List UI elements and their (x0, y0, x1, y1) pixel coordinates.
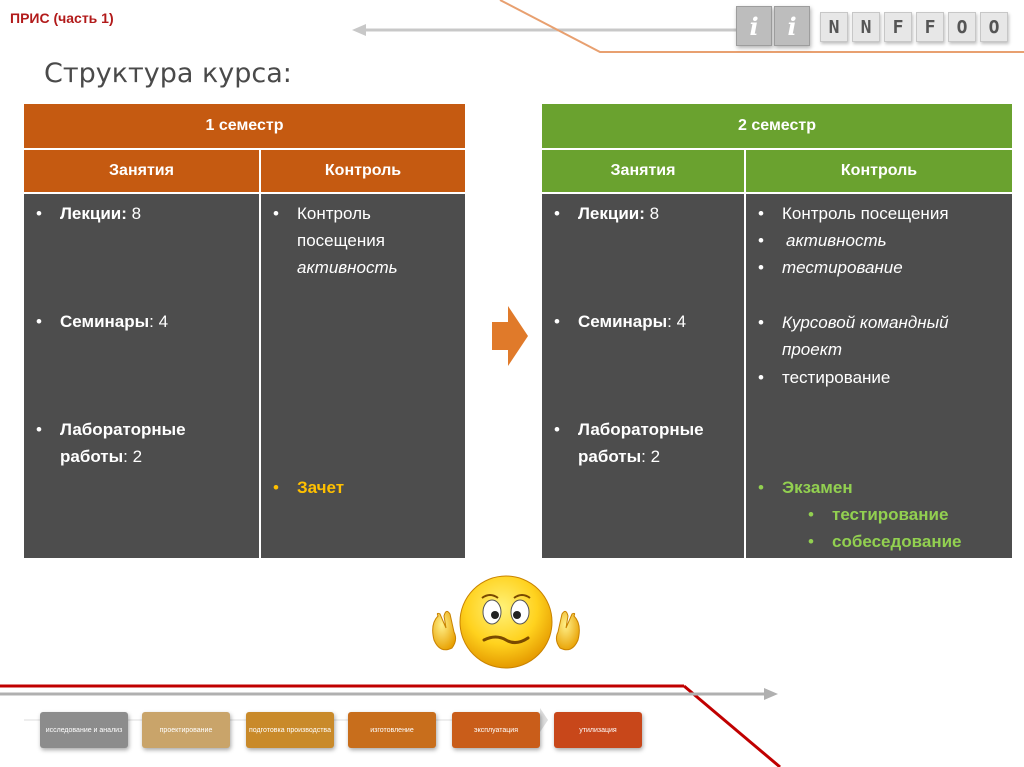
attendance-control-label: Контроль посещения (782, 204, 949, 223)
exam-interview-label: собеседование (832, 532, 962, 551)
stage-disposal: утилизация (554, 712, 642, 748)
seminars-label: Семинары (578, 312, 668, 331)
lessons-column-header: Занятия (24, 150, 259, 192)
attendance-control-item: • Контроль посещения активность (267, 200, 398, 281)
bullet: • (273, 478, 279, 497)
seminars-value: : 4 (667, 312, 687, 331)
semester-1-control-cell: • Контроль посещения активность • Зачет (261, 194, 465, 558)
seminars-item: • Семинары: 4 (30, 308, 168, 335)
seminars-value: : 4 (149, 312, 169, 331)
labs-label-line1: Лабораторные (60, 420, 186, 439)
testing-item-2: • тестирование (752, 364, 890, 391)
bullet: • (554, 420, 560, 439)
activity-label: активность (297, 258, 398, 277)
labs-value: : 2 (641, 447, 661, 466)
stage-design: проектирование (142, 712, 230, 748)
lessons-column-header: Занятия (542, 150, 744, 192)
semester-1-header: 1 семестр (24, 104, 465, 148)
lectures-value: 8 (644, 204, 660, 223)
exam-item: • Экзамен (752, 474, 853, 501)
lectures-label: Лекции: (578, 204, 645, 223)
seminars-item: • Семинары: 4 (548, 308, 686, 335)
top-decoration (352, 0, 1024, 53)
exam-testing-label: тестирование (832, 505, 949, 524)
course-project-line2: проект (782, 340, 843, 359)
labs-label-line2: работы (60, 447, 124, 466)
bullet: • (36, 420, 42, 439)
control-column-header: Контроль (261, 150, 465, 192)
stage-manufacturing: изготовление (348, 712, 436, 748)
attendance-control-line1: Контроль (297, 204, 371, 223)
lectures-item: • Лекции: 8 (548, 200, 659, 227)
semester-2-header: 2 семестр (542, 104, 1012, 148)
logo-cube-1: i (736, 6, 772, 46)
testing-label: тестирование (782, 258, 903, 277)
logo-letter: O (948, 12, 976, 42)
bullet: • (554, 312, 560, 331)
seminars-label: Семинары (60, 312, 150, 331)
bullet: • (758, 258, 764, 277)
logo-letter: N (820, 12, 848, 42)
semester-1-lessons-cell: • Лекции: 8 • Семинары: 4 • Лабораторные… (24, 194, 259, 558)
bullet: • (758, 204, 764, 223)
bullet: • (808, 532, 814, 551)
bullet: • (758, 313, 764, 332)
labs-item: • Лабораторные работы: 2 (30, 416, 186, 470)
bullet: • (808, 505, 814, 524)
credit-item: • Зачет (267, 474, 344, 501)
bullet: • (273, 204, 279, 223)
bullet: • (758, 231, 764, 250)
logo-letter: O (980, 12, 1008, 42)
labs-item: • Лабораторные работы: 2 (548, 416, 704, 470)
stage-operation: эксплуатация (452, 712, 540, 748)
exam-testing-item: • тестирование (802, 501, 948, 528)
right-arrow-icon (492, 306, 528, 366)
lectures-value: 8 (126, 204, 142, 223)
course-project-item: • Курсовой командный проект (752, 309, 949, 363)
stage-research: исследование и анализ (40, 712, 128, 748)
slide-title: Структура курса: (44, 58, 292, 89)
innfoo-logo: i i N N F F O O (732, 4, 1024, 46)
activity-label: активность (786, 231, 887, 250)
course-label: ПРИС (часть 1) (10, 10, 114, 26)
logo-letter: F (884, 12, 912, 42)
logo-letter: N (852, 12, 880, 42)
attendance-control-line2: посещения (297, 231, 385, 250)
exam-interview-item: • собеседование (802, 528, 962, 555)
labs-value: : 2 (123, 447, 143, 466)
bullet: • (758, 368, 764, 387)
lectures-item: • Лекции: 8 (30, 200, 141, 227)
stage-production-prep: подготовка производства (246, 712, 334, 748)
semester-2-lessons-cell: • Лекции: 8 • Семинары: 4 • Лабораторные… (542, 194, 744, 558)
course-project-line1: Курсовой командный (782, 313, 949, 332)
bullet: • (36, 204, 42, 223)
exam-label: Экзамен (782, 478, 853, 497)
control-column-header: Контроль (746, 150, 1012, 192)
testing-item: • тестирование (752, 254, 903, 281)
confused-smiley-icon (432, 575, 580, 669)
bullet: • (758, 478, 764, 497)
bullet: • (36, 312, 42, 331)
logo-cube-2: i (774, 6, 810, 46)
logo-letter: F (916, 12, 944, 42)
labs-label-line2: работы (578, 447, 642, 466)
testing-label-2: тестирование (782, 368, 891, 387)
labs-label-line1: Лабораторные (578, 420, 704, 439)
attendance-control-item: • Контроль посещения (752, 200, 949, 227)
credit-label: Зачет (297, 478, 345, 497)
activity-item: • активность (752, 227, 887, 254)
bullet: • (554, 204, 560, 223)
semester-2-control-cell: • Контроль посещения • активность • тест… (746, 194, 1012, 558)
lectures-label: Лекции: (60, 204, 127, 223)
